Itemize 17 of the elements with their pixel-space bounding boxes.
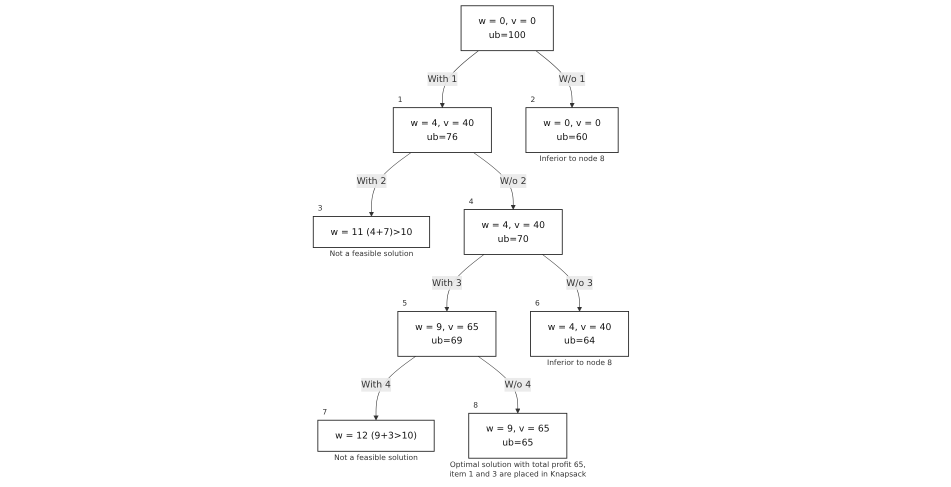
- node-box: w = 0, v = 0 ub=100: [460, 5, 554, 52]
- edge-label: W/o 2: [500, 175, 527, 186]
- edge-label: With 4: [361, 379, 391, 390]
- node-box: w = 4, v = 40 ub=64: [530, 311, 630, 357]
- node-box: w = 0, v = 0 ub=60: [526, 107, 619, 153]
- edge-label: With 1: [427, 73, 458, 84]
- node-box: w = 4, v = 40 ub=70: [464, 209, 563, 255]
- node-box: w = 9, v = 65 ub=69: [397, 311, 496, 357]
- node-box: w = 4, v = 40 ub=76: [392, 107, 492, 153]
- node-box: w = 9, v = 65 ub=65: [468, 412, 568, 459]
- edge-label: W/o 4: [504, 379, 532, 390]
- edge-label: W/o 3: [566, 277, 593, 288]
- node-box: w = 11 (4+7)>10: [312, 216, 430, 248]
- edge-label: With 2: [356, 175, 386, 186]
- edge-label: W/o 1: [558, 73, 586, 84]
- edge-label: With 3: [432, 277, 462, 288]
- node-box: w = 12 (9+3>10): [317, 420, 435, 452]
